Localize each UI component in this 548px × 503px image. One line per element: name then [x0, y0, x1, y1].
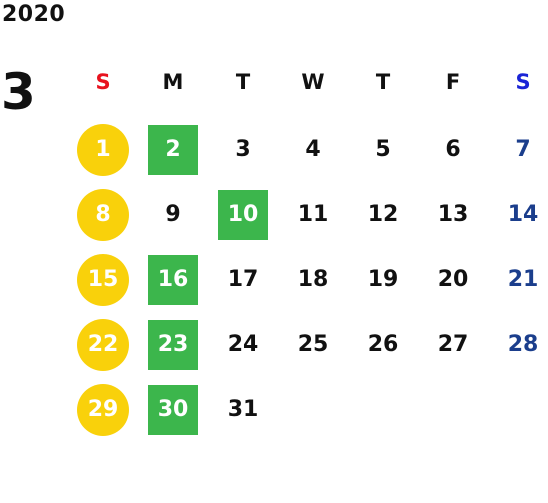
calendar-day-cell[interactable]: 24 — [208, 312, 278, 377]
calendar-day-cell[interactable]: 11 — [278, 182, 348, 247]
calendar-day-number: 21 — [507, 267, 539, 292]
calendar-year: 2020 — [2, 2, 66, 27]
weekday-label: W — [301, 70, 325, 94]
weekday-label: M — [162, 70, 184, 94]
calendar-day-number: 29 — [77, 383, 129, 436]
calendar-day-cell[interactable]: 21 — [488, 247, 548, 312]
calendar-day-cell[interactable]: 19 — [348, 247, 418, 312]
calendar-day-number: 14 — [507, 202, 539, 227]
weekday-label: F — [445, 70, 461, 94]
calendar-day-cell[interactable]: 8 — [68, 182, 138, 247]
calendar-day-cell[interactable]: 10 — [208, 182, 278, 247]
calendar-day-cell[interactable]: 9 — [138, 182, 208, 247]
calendar-day-number: 15 — [77, 253, 129, 306]
calendar-day-cell[interactable]: 20 — [418, 247, 488, 312]
calendar-day-cell[interactable]: 5 — [348, 117, 418, 182]
calendar-day-cell[interactable]: 1 — [68, 117, 138, 182]
calendar-day-number: 1 — [77, 123, 129, 176]
calendar-day-number: 5 — [375, 137, 391, 162]
calendar-day-number: 20 — [437, 267, 469, 292]
calendar-day-cell[interactable]: 26 — [348, 312, 418, 377]
calendar-day-number: 30 — [148, 384, 198, 435]
calendar-day-cell[interactable]: 14 — [488, 182, 548, 247]
calendar-day-cell[interactable]: 31 — [208, 377, 278, 442]
calendar-day-cell[interactable]: 6 — [418, 117, 488, 182]
calendar-day-number: 18 — [297, 267, 329, 292]
calendar-day-number: 10 — [218, 189, 268, 240]
calendar-day-cell[interactable]: 4 — [278, 117, 348, 182]
calendar-day-cell[interactable]: 18 — [278, 247, 348, 312]
calendar-day-cell[interactable]: 28 — [488, 312, 548, 377]
calendar-day-number: 25 — [297, 332, 329, 357]
calendar-day-number: 24 — [227, 332, 259, 357]
calendar-day-cell[interactable]: 12 — [348, 182, 418, 247]
calendar-day-cell[interactable]: 23 — [138, 312, 208, 377]
calendar-day-number: 2 — [148, 124, 198, 175]
calendar-day-cell[interactable]: 30 — [138, 377, 208, 442]
calendar-day-cell[interactable]: 22 — [68, 312, 138, 377]
weekday-label: T — [235, 70, 251, 94]
weekday-label: S — [515, 70, 531, 94]
calendar-day-number: 4 — [305, 137, 321, 162]
weekday-label: S — [95, 70, 111, 94]
calendar-day-cell[interactable]: 27 — [418, 312, 488, 377]
calendar-day-number: 6 — [445, 137, 461, 162]
calendar-day-cell[interactable]: 25 — [278, 312, 348, 377]
calendar-day-cell[interactable]: 7 — [488, 117, 548, 182]
calendar-day-number: 19 — [367, 267, 399, 292]
calendar-day-number: 28 — [507, 332, 539, 357]
calendar-day-cell[interactable]: 29 — [68, 377, 138, 442]
weekday-label: T — [375, 70, 391, 94]
calendar-day-number: 27 — [437, 332, 469, 357]
calendar-day-number: 11 — [297, 202, 329, 227]
calendar-day-cell[interactable]: 3 — [208, 117, 278, 182]
calendar-day-number: 22 — [77, 318, 129, 371]
calendar-day-cell[interactable]: 15 — [68, 247, 138, 312]
calendar-day-cell[interactable]: 17 — [208, 247, 278, 312]
calendar-month: 3 — [1, 63, 36, 121]
calendar-day-number: 9 — [165, 202, 181, 227]
calendar-day-number: 26 — [367, 332, 399, 357]
calendar-day-cell[interactable]: 16 — [138, 247, 208, 312]
calendar-day-number: 31 — [227, 397, 259, 422]
calendar-day-number: 7 — [515, 137, 531, 162]
calendar-day-number: 23 — [148, 319, 198, 370]
calendar-day-number: 16 — [148, 254, 198, 305]
calendar-day-cell[interactable]: 13 — [418, 182, 488, 247]
calendar-day-number: 12 — [367, 202, 399, 227]
calendar-day-number: 13 — [437, 202, 469, 227]
calendar-day-number: 17 — [227, 267, 259, 292]
calendar-day-cell[interactable]: 2 — [138, 117, 208, 182]
calendar-day-number: 8 — [77, 188, 129, 241]
calendar-day-number: 3 — [235, 137, 251, 162]
